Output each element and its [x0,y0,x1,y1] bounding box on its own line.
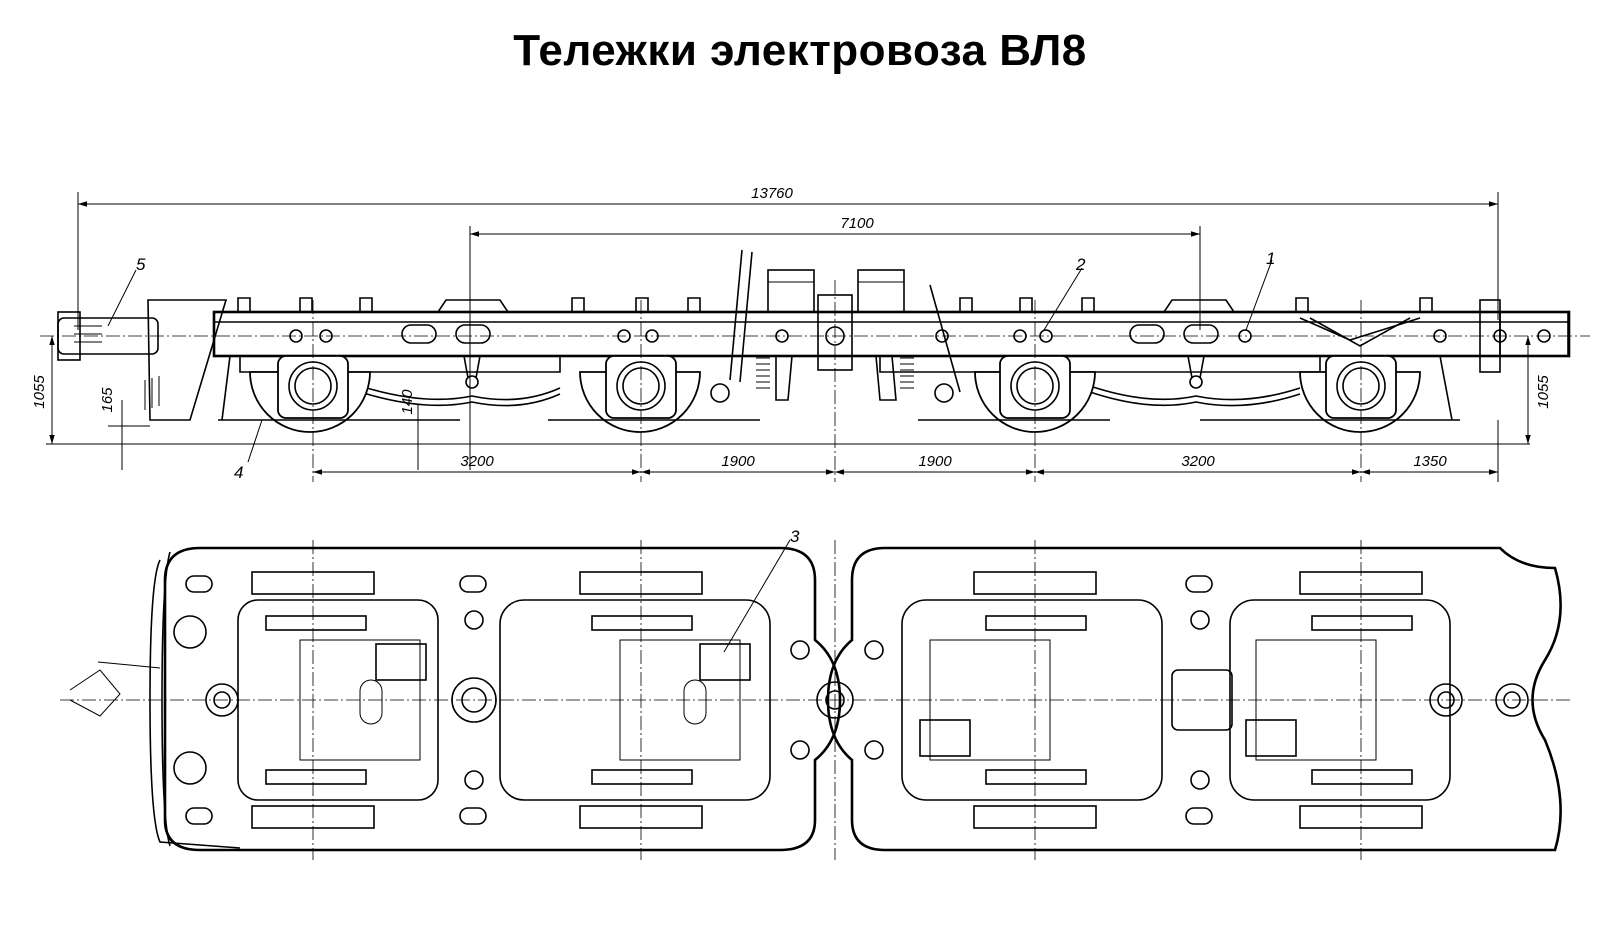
dim-label-1900-a: 1900 [721,453,755,470]
dim-label-1350: 1350 [1413,453,1447,470]
brake-rigging [218,355,1460,421]
plan-side-holes [185,575,1213,825]
dimension-overall-length: 13760 [77,185,1499,330]
rear-end [1479,299,1569,373]
plan-view: 3 [60,527,1570,860]
equalizer-springs [359,317,1421,407]
dimension-bogie-base: 7100 [469,215,1201,470]
center-coupling [710,249,961,403]
dim-label-1055-left: 1055 [31,375,48,409]
axle-centerlines [312,280,1499,482]
side-view: 13760 7100 [31,185,1590,482]
front-coupler [57,299,228,421]
top-brackets [237,297,1433,313]
plan-motors [299,639,1377,761]
plan-pivots [173,615,1529,785]
dimension-chain: 3200 1900 1900 3200 1350 [313,453,1498,475]
dim-label-7100: 7100 [840,215,874,232]
dim-label-1055-right: 1055 [1535,375,1552,409]
callouts-side: 1 2 4 5 [107,249,1275,482]
callout-2: 2 [1075,255,1086,274]
callout-4: 4 [234,463,243,482]
dim-label-3200-a: 3200 [460,453,494,470]
dim-label-140: 140 [399,389,416,415]
page-title: Тележки электровоза ВЛ8 [513,26,1087,75]
rail-and-heights: 1055 1055 165 140 [31,336,1552,470]
callout-3: 3 [790,527,800,546]
frame-slots [289,324,1507,344]
plan-wheelsets [251,571,1423,829]
callout-1: 1 [1266,249,1275,268]
dim-label-3200-b: 3200 [1181,453,1215,470]
dim-label-165: 165 [99,387,116,413]
dim-label-13760: 13760 [751,185,793,202]
plan-bogie-right-outline [826,546,1562,852]
dim-label-1900-b: 1900 [918,453,952,470]
axle-boxes-side [277,355,1397,419]
callout-5: 5 [136,255,146,274]
center-springs [756,355,914,401]
